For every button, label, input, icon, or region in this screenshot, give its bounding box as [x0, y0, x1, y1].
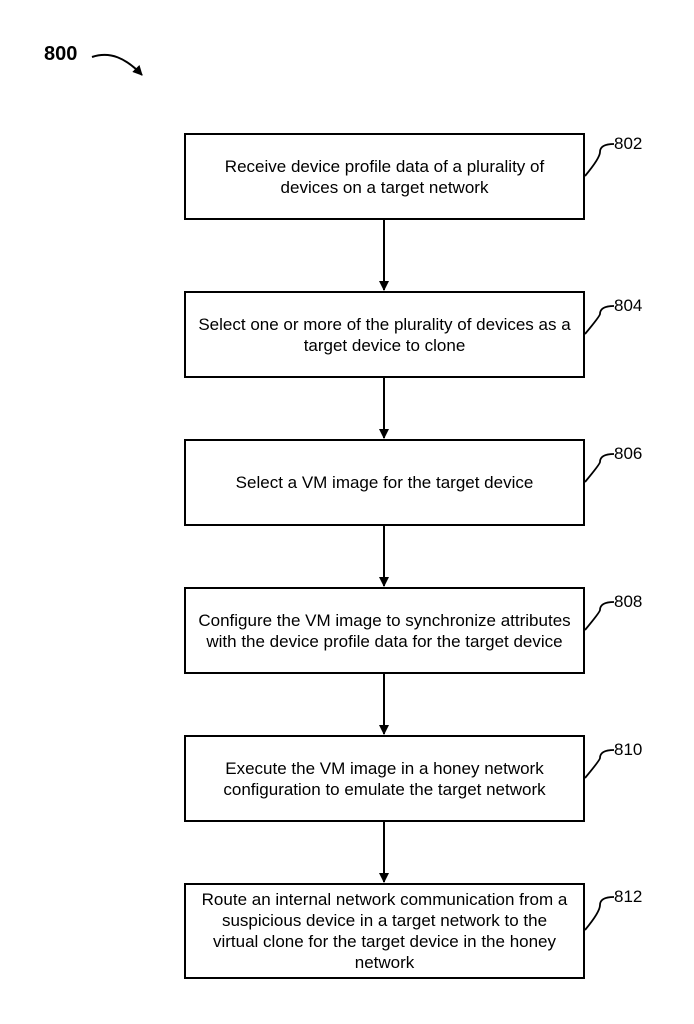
flow-step-text: Select one or more of the plurality of d…: [186, 314, 583, 356]
flow-step-text: Configure the VM image to synchronize at…: [186, 610, 583, 652]
flow-step-804: Select one or more of the plurality of d…: [184, 291, 585, 378]
step-reference-808: 808: [614, 592, 642, 612]
flow-step-810: Execute the VM image in a honey network …: [184, 735, 585, 822]
step-reference-812: 812: [614, 887, 642, 907]
ref-leader-810: [585, 750, 614, 778]
ref-leader-808: [585, 602, 614, 630]
step-reference-810: 810: [614, 740, 642, 760]
flow-step-808: Configure the VM image to synchronize at…: [184, 587, 585, 674]
flow-step-806: Select a VM image for the target device: [184, 439, 585, 526]
flow-step-802: Receive device profile data of a plurali…: [184, 133, 585, 220]
figure-label: 800: [44, 42, 77, 66]
step-reference-804: 804: [614, 296, 642, 316]
ref-leader-802: [585, 144, 614, 176]
flow-step-text: Execute the VM image in a honey network …: [186, 758, 583, 800]
figure-pointer-arrow: [92, 55, 142, 75]
flow-step-text: Receive device profile data of a plurali…: [186, 156, 583, 198]
step-reference-806: 806: [614, 444, 642, 464]
ref-leader-812: [585, 897, 614, 930]
ref-leader-806: [585, 454, 614, 482]
step-reference-802: 802: [614, 134, 642, 154]
flow-step-812: Route an internal network communication …: [184, 883, 585, 979]
flow-step-text: Select a VM image for the target device: [224, 472, 546, 493]
flow-step-text: Route an internal network communication …: [186, 889, 583, 973]
ref-leader-804: [585, 306, 614, 334]
